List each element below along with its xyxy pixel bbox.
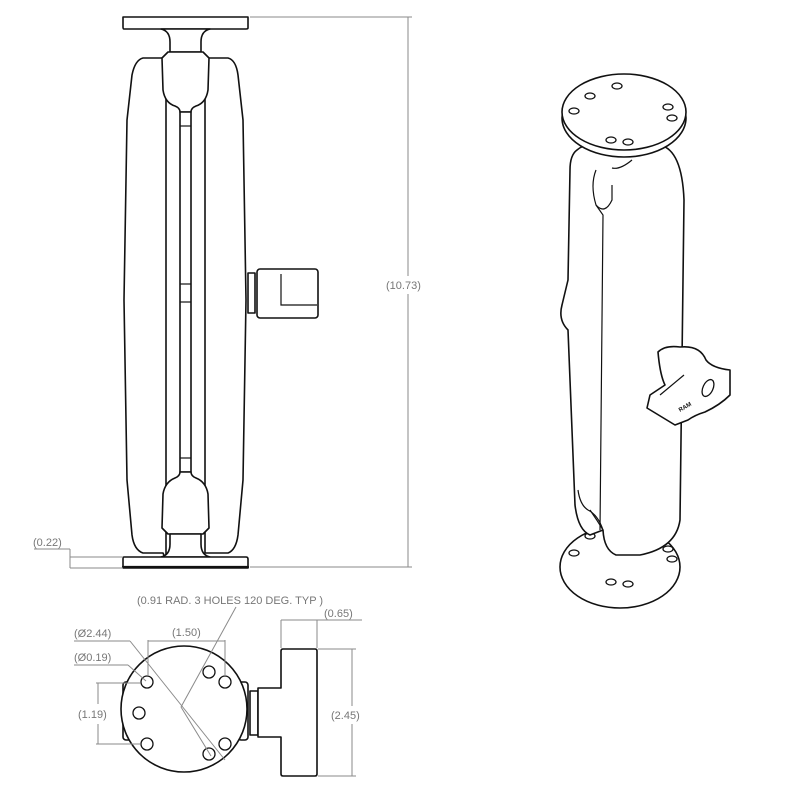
- dim-hole-diameter-label: (Ø0.19): [74, 652, 111, 664]
- iso-knob-wrench: [646, 345, 731, 426]
- dim-hole-pattern-note: (0.91 RAD. 3 HOLES 120 DEG. TYP ): [137, 595, 323, 607]
- bottom-view: [120, 645, 318, 777]
- mount-hole: [132, 706, 146, 720]
- mount-hole: [218, 737, 232, 751]
- knob-body-bottom: [257, 648, 318, 777]
- mount-hole: [202, 747, 216, 761]
- bottom-view-dimensions: (0.91 RAD. 3 HOLES 120 DEG. TYP ) (0.65)…: [74, 595, 362, 777]
- iso-top-base: [561, 73, 687, 151]
- dim-knob-height-label: (2.45): [331, 710, 360, 722]
- front-view: [121, 16, 319, 569]
- mount-hole: [140, 737, 154, 751]
- arm-right-half: [204, 57, 247, 554]
- mount-hole: [202, 665, 216, 679]
- dimension-overall-length: (10.73): [250, 16, 421, 568]
- top-base-plate: [122, 16, 249, 30]
- knob-collar: [247, 272, 256, 314]
- arm-left-half: [123, 57, 167, 561]
- dim-overall-length-label: (10.73): [386, 280, 421, 292]
- dim-knob-depth-label: (0.65): [324, 608, 353, 620]
- isometric-view: RAM: [559, 73, 731, 609]
- center-rod: [179, 111, 192, 473]
- knob-body: [256, 268, 319, 319]
- top-ball: [161, 51, 210, 113]
- dimension-base-thickness: (0.22): [33, 537, 123, 569]
- bottom-ball-neck: [160, 533, 211, 558]
- bottom-ball: [161, 471, 210, 535]
- dim-base-diameter-label: (Ø2.44): [74, 628, 111, 640]
- dim-hole-spacing-label: (1.19): [78, 709, 107, 721]
- mount-hole: [218, 675, 232, 689]
- knob-collar-bottom: [249, 690, 259, 736]
- top-ball-neck: [160, 28, 211, 53]
- dim-base-thickness-label: (0.22): [33, 537, 62, 549]
- dim-hole-width-label: (1.50): [172, 627, 201, 639]
